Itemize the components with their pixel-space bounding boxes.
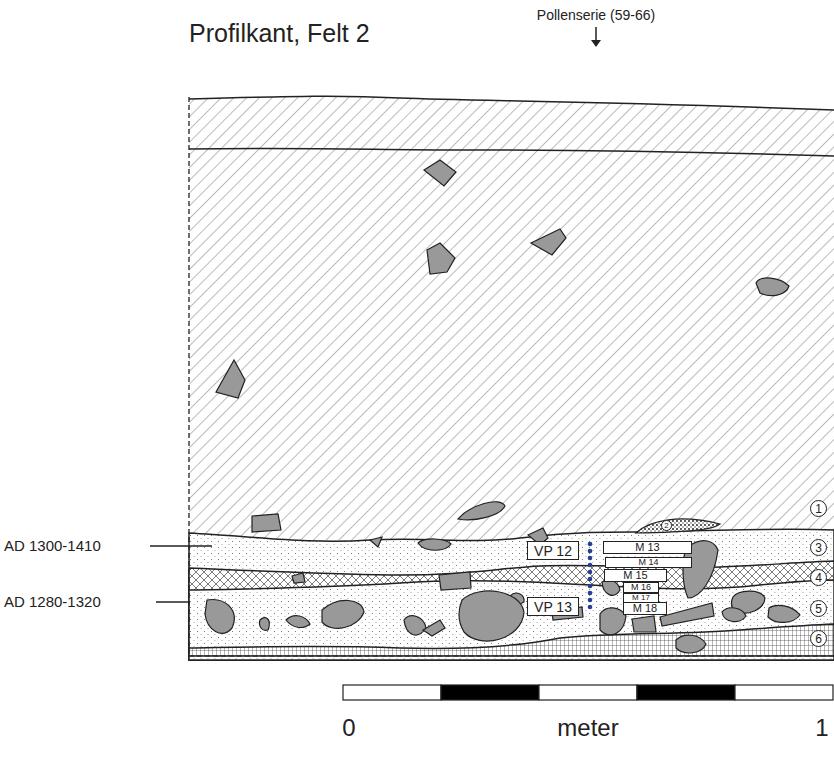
stone: [205, 160, 800, 653]
scale-number: 0: [342, 716, 355, 740]
sample-box: M 13: [603, 541, 692, 554]
sample-label: M 14: [638, 558, 658, 567]
sample-label: M 16: [631, 583, 651, 592]
sample-label: M 18: [633, 603, 657, 614]
note: Pollenserie (59-66): [537, 8, 655, 22]
scale-number: 1: [815, 716, 828, 740]
date-label: AD 1300-1410: [4, 538, 101, 553]
sample-box: M 18: [623, 602, 667, 615]
leader-line: [156, 601, 190, 602]
layer-number: 5: [810, 600, 827, 617]
layer-number: 2: [661, 520, 672, 531]
sample-label: M 13: [635, 542, 659, 553]
layer-number: 4: [810, 569, 827, 586]
layer-number: 6: [810, 630, 827, 647]
callout-number: 6: [815, 633, 822, 645]
sample-box: M 14: [605, 557, 692, 568]
callout-number: 1: [815, 503, 822, 515]
title: Profilkant, Felt 2: [189, 21, 370, 46]
callout-number: 5: [815, 603, 822, 615]
callout-number: 3: [815, 542, 822, 554]
date-label: AD 1280-1320: [4, 594, 101, 609]
layer-number: 1: [810, 500, 827, 517]
scale-unit: meter: [557, 716, 618, 740]
callout-number: 2: [664, 522, 668, 530]
sample-label: VP 12: [534, 544, 572, 558]
sample-label: M 17: [632, 594, 650, 602]
sample-box: M 15: [604, 569, 667, 582]
sample-box: M 16: [623, 582, 659, 593]
layer-number: 3: [810, 539, 827, 556]
leader-line: [150, 545, 212, 546]
callout-number: 4: [815, 572, 822, 584]
sample-label: M 15: [623, 570, 647, 581]
sample-box: VP 12: [527, 541, 579, 560]
sample-label: VP 13: [534, 600, 572, 614]
scale-bar: [343, 685, 833, 700]
sample-dot: [588, 542, 593, 610]
sample-box: VP 13: [527, 597, 579, 616]
